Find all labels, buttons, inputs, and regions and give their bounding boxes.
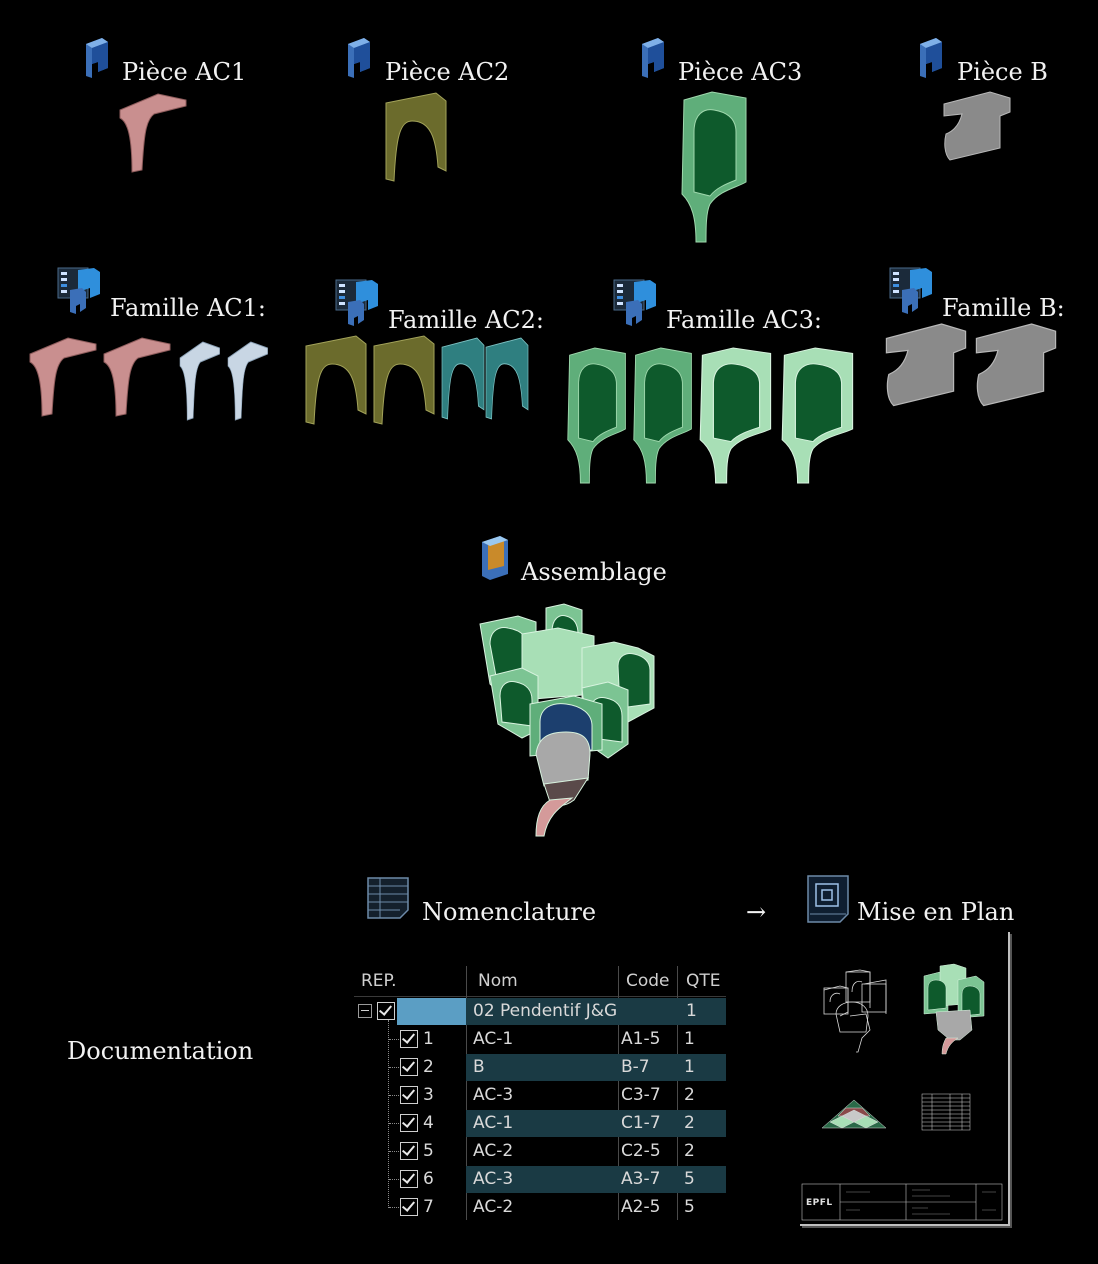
family-ac3-label: Famille AC3: xyxy=(666,306,822,334)
piece-ac2-label: Pièce AC2 xyxy=(385,58,510,86)
table-row[interactable]: AC-1 A1-5 1 xyxy=(466,1026,726,1053)
cell-qte: 5 xyxy=(684,1169,695,1189)
row-checkbox[interactable] xyxy=(400,1170,418,1188)
nomenclature-label: Nomenclature xyxy=(422,898,597,926)
cell-qte: 1 xyxy=(684,1057,695,1077)
cell-code: C1-7 xyxy=(621,1113,661,1133)
header-divider xyxy=(354,996,726,997)
cell-nom: AC-2 xyxy=(473,1141,514,1161)
family-table-icon xyxy=(335,279,380,326)
cell-code: A1-5 xyxy=(621,1029,661,1049)
part-icon xyxy=(640,38,666,78)
family-table-icon xyxy=(613,279,658,326)
table-row[interactable]: AC-1 C1-7 2 xyxy=(466,1110,726,1137)
family-ac2-label: Famille AC2: xyxy=(388,306,544,334)
cell-code: B-7 xyxy=(621,1057,650,1077)
cell-qte: 1 xyxy=(684,1029,695,1049)
tree-line xyxy=(388,1020,390,1208)
drawing-sheet: EPFL xyxy=(800,932,1010,1226)
family-ac1-label: Famille AC1: xyxy=(110,294,266,322)
part-icon xyxy=(346,38,372,78)
cell-code: A3-7 xyxy=(621,1169,661,1189)
table-row[interactable]: AC-3 A3-7 5 xyxy=(466,1166,726,1193)
col-header-nom: Nom xyxy=(478,971,518,991)
drawing-sheet-icon xyxy=(806,874,850,923)
family-ac3-models xyxy=(566,347,861,486)
cell-nom: AC-1 xyxy=(473,1029,514,1049)
piece-ac3-model xyxy=(680,91,750,243)
cell-qte: 2 xyxy=(684,1141,695,1161)
row-checkbox[interactable] xyxy=(400,1058,418,1076)
row-checkbox[interactable] xyxy=(400,1198,418,1216)
bill-of-materials-icon xyxy=(366,876,410,920)
cell-rep: 4 xyxy=(423,1113,434,1133)
table-row[interactable]: AC-3 C3-7 2 xyxy=(466,1082,726,1109)
col-separator xyxy=(466,966,467,1220)
row-checkbox[interactable] xyxy=(400,1030,418,1048)
drawing-label: Mise en Plan xyxy=(857,898,1015,926)
cell-nom: AC-2 xyxy=(473,1197,514,1217)
piece-ac2-model xyxy=(385,92,450,185)
cell-qte: 5 xyxy=(684,1197,695,1217)
family-table-icon xyxy=(889,267,934,314)
cell-rep: 1 xyxy=(423,1029,434,1049)
root-checkbox[interactable] xyxy=(377,1002,395,1020)
row-checkbox[interactable] xyxy=(400,1086,418,1104)
table-row[interactable]: AC-2 A2-5 5 xyxy=(466,1194,726,1221)
assembly-model xyxy=(478,603,658,840)
cell-nom: B xyxy=(473,1057,485,1077)
col-separator xyxy=(677,966,678,1220)
col-separator xyxy=(618,966,619,1220)
family-ac1-models xyxy=(29,337,275,422)
cell-qte: 2 xyxy=(684,1113,695,1133)
col-header-rep: REP. xyxy=(361,971,397,991)
part-icon xyxy=(84,38,110,78)
family-table-icon xyxy=(57,267,102,314)
documentation-label: Documentation xyxy=(67,1037,254,1065)
piece-ac3-label: Pièce AC3 xyxy=(678,58,803,86)
cell-code: C3-7 xyxy=(621,1085,661,1105)
piece-ac1-label: Pièce AC1 xyxy=(122,58,247,86)
part-icon xyxy=(918,38,944,78)
col-header-qte: QTE xyxy=(686,971,721,991)
cell-qte: 1 xyxy=(686,1001,697,1021)
cell-rep: 5 xyxy=(423,1141,434,1161)
row-checkbox[interactable] xyxy=(400,1114,418,1132)
cell-nom: 02 Pendentif J&G xyxy=(473,1001,618,1021)
cell-nom: AC-3 xyxy=(473,1085,514,1105)
assembly-label: Assemblage xyxy=(521,558,667,586)
assembly-icon xyxy=(480,536,510,580)
table-row[interactable]: AC-2 C2-5 2 xyxy=(466,1138,726,1165)
piece-ac1-model xyxy=(119,93,190,174)
family-ac2-models xyxy=(305,335,531,426)
cell-rep: 6 xyxy=(423,1169,434,1189)
root-rep-highlight xyxy=(397,998,466,1025)
table-row[interactable]: B B-7 1 xyxy=(466,1054,726,1081)
family-b-models xyxy=(884,323,1059,412)
row-checkbox[interactable] xyxy=(400,1142,418,1160)
cell-qte: 2 xyxy=(684,1085,695,1105)
cell-rep: 2 xyxy=(423,1057,434,1077)
family-b-label: Famille B: xyxy=(942,294,1065,322)
cell-nom: AC-3 xyxy=(473,1169,514,1189)
table-row-root[interactable]: 02 Pendentif J&G 1 xyxy=(466,998,726,1025)
cell-code: A2-5 xyxy=(621,1197,661,1217)
collapse-toggle[interactable] xyxy=(358,1004,372,1018)
col-header-code: Code xyxy=(626,971,670,991)
cell-code: C2-5 xyxy=(621,1141,661,1161)
arrow-label: → xyxy=(746,898,767,926)
piece-b-label: Pièce B xyxy=(957,58,1048,86)
cell-rep: 7 xyxy=(423,1197,434,1217)
epfl-logo: EPFL xyxy=(806,1198,833,1208)
cell-rep: 3 xyxy=(423,1085,434,1105)
piece-b-model xyxy=(942,91,1014,162)
cell-nom: AC-1 xyxy=(473,1113,514,1133)
